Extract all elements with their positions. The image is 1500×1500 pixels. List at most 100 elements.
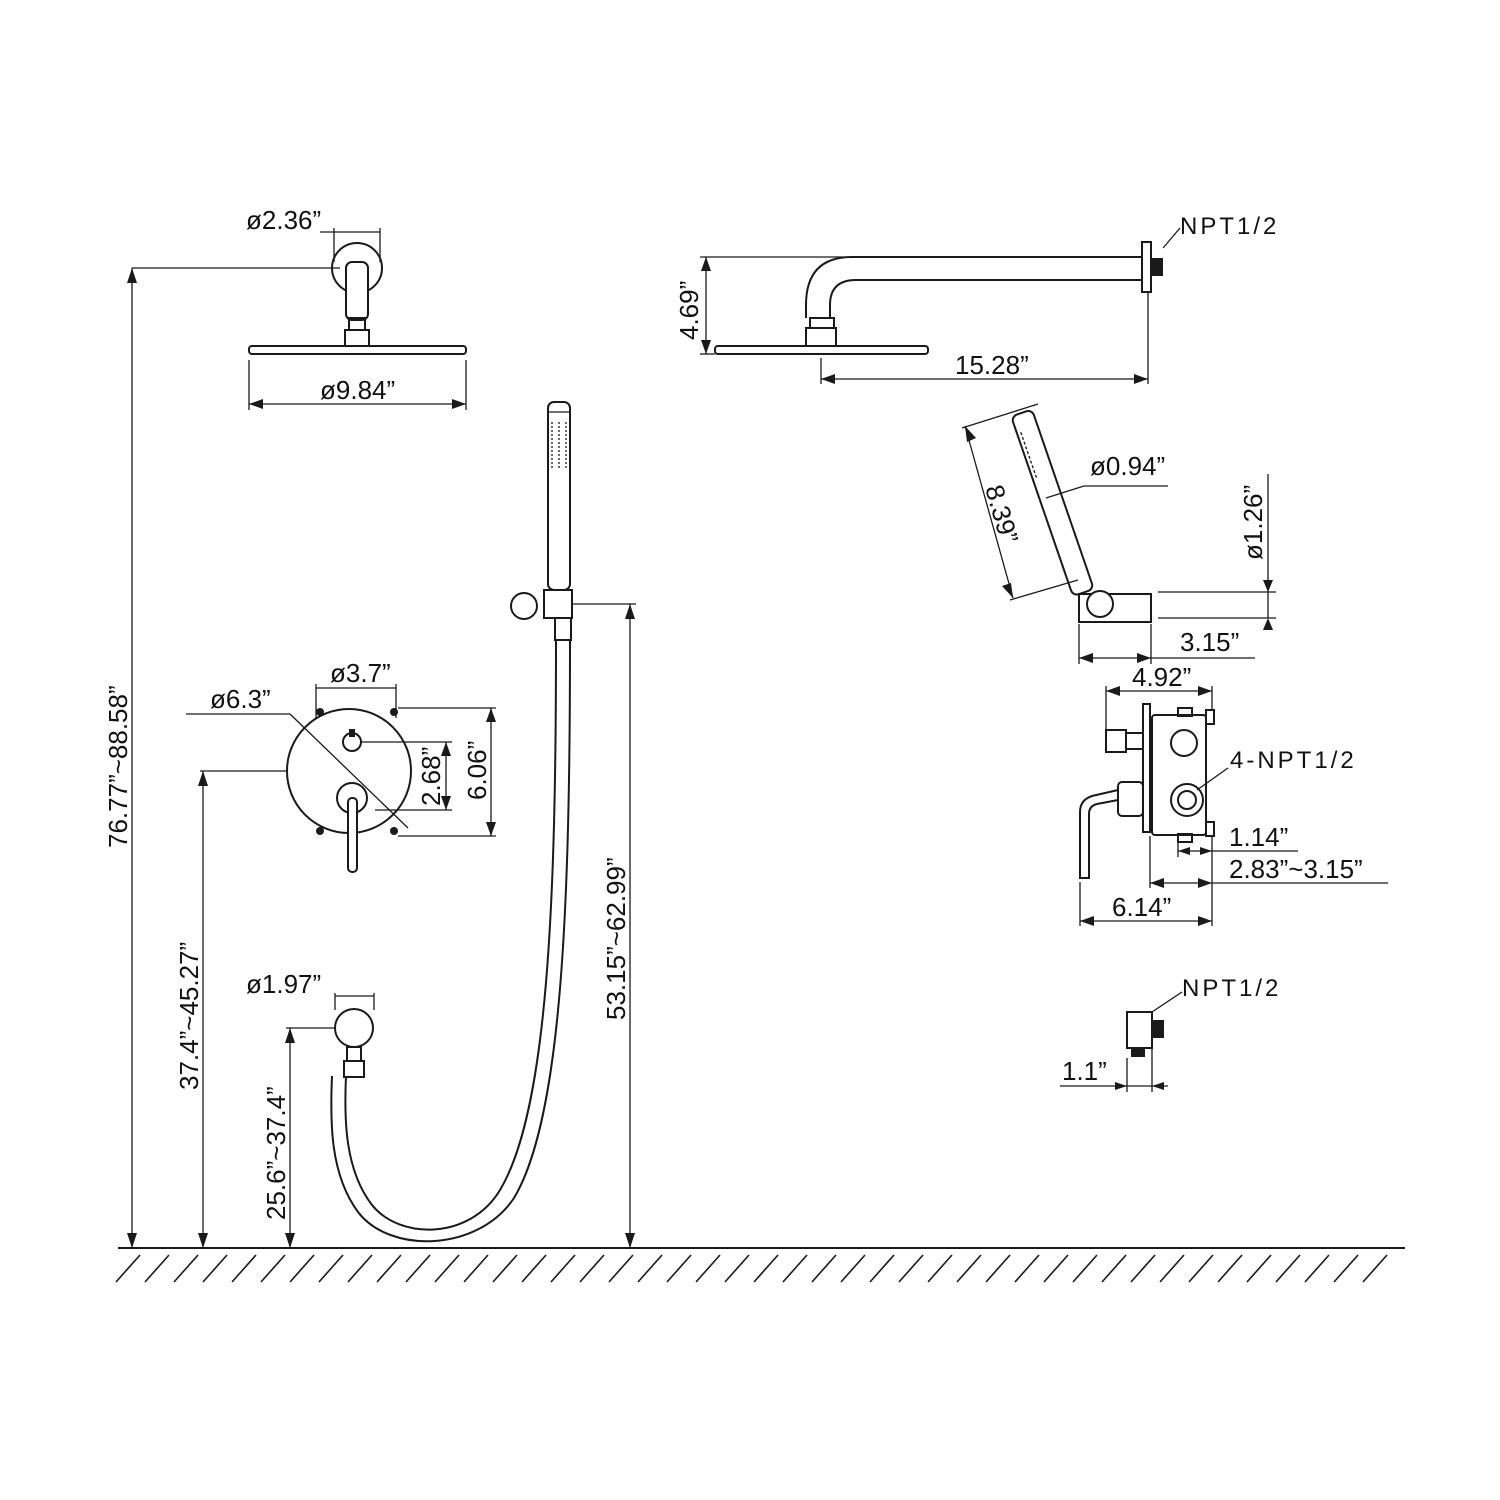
hatch-line bbox=[521, 1254, 547, 1283]
dim-valve-depth-range: 2.83”~3.15” bbox=[1229, 854, 1363, 884]
hand-shower-side-view: 8.39” ø0.94” ø1.26” 3.15” bbox=[961, 403, 1276, 664]
arrow bbox=[1115, 1082, 1127, 1090]
arrow bbox=[625, 1233, 635, 1248]
hatch-line bbox=[695, 1254, 721, 1283]
hatch-line bbox=[144, 1254, 170, 1283]
hatch-line bbox=[840, 1254, 866, 1283]
hatch-line bbox=[550, 1254, 576, 1283]
dim-holder-height: 53.15”~62.99” bbox=[601, 857, 631, 1020]
nozzles-hand-side bbox=[1020, 432, 1038, 480]
leader-line bbox=[1196, 767, 1229, 791]
hatch-line bbox=[637, 1254, 663, 1283]
arrow bbox=[198, 1233, 208, 1248]
arrow bbox=[701, 257, 711, 271]
arrow bbox=[486, 708, 496, 722]
arrow bbox=[1198, 916, 1212, 926]
hatch-line bbox=[1043, 1254, 1069, 1283]
arrow bbox=[127, 1233, 137, 1248]
holder-clip bbox=[543, 589, 573, 619]
hatch-line bbox=[898, 1254, 924, 1283]
label-outlet-thread: NPT1/2 bbox=[1182, 975, 1281, 1002]
arrow bbox=[285, 1233, 295, 1248]
arrow bbox=[127, 268, 137, 283]
diverter-stem bbox=[1125, 732, 1144, 750]
dim-holder-diameter: ø1.26” bbox=[1238, 485, 1268, 560]
hatch-line bbox=[1217, 1254, 1243, 1283]
dim-shower-head-diameter: ø9.84” bbox=[320, 375, 395, 405]
arrow bbox=[198, 771, 208, 786]
hatch-line bbox=[956, 1254, 982, 1283]
head-connector bbox=[344, 329, 370, 347]
hatch-line bbox=[1188, 1254, 1214, 1283]
ext-line bbox=[1009, 579, 1079, 601]
hatch-line bbox=[260, 1254, 286, 1283]
hatch-line bbox=[1014, 1254, 1040, 1283]
dim-line bbox=[1045, 485, 1085, 499]
dim-valve-body-offset: 1.14” bbox=[1229, 822, 1288, 852]
dim-holder-depth: 3.15” bbox=[1180, 627, 1239, 657]
arrow bbox=[1263, 618, 1273, 630]
hatch-line bbox=[608, 1254, 634, 1283]
dim-arm-drop: 4.69” bbox=[674, 281, 704, 340]
npt-thread-outlet bbox=[1152, 1020, 1164, 1038]
holder-base bbox=[1078, 593, 1152, 623]
dim-handheld-diameter: ø0.94” bbox=[1090, 451, 1165, 481]
hose-inner bbox=[330, 639, 571, 1243]
hatch-line bbox=[1159, 1254, 1185, 1283]
arrow bbox=[285, 1028, 295, 1043]
dim-valve-hole-diameter: ø3.7” bbox=[330, 658, 391, 688]
hatch-line bbox=[1275, 1254, 1301, 1283]
dim-arm-length: 15.28” bbox=[955, 350, 1029, 380]
hatch-line bbox=[434, 1254, 460, 1283]
shower-head-plate bbox=[248, 345, 467, 355]
plate-screw bbox=[316, 827, 324, 835]
hatch-line bbox=[173, 1254, 199, 1283]
floor-hatching bbox=[115, 1254, 1388, 1283]
label-valve-ports: 4-NPT1/2 bbox=[1230, 747, 1357, 774]
hand-shower-side-body bbox=[1011, 409, 1094, 596]
arrow bbox=[1152, 1082, 1164, 1090]
hatch-line bbox=[1246, 1254, 1272, 1283]
right-port-top bbox=[1205, 709, 1215, 725]
holder-pivot-side bbox=[1086, 590, 1114, 618]
hatch-line bbox=[115, 1254, 141, 1283]
hose-nut bbox=[343, 1060, 365, 1078]
floor bbox=[115, 1247, 1405, 1283]
trim-plate-side bbox=[1142, 703, 1151, 833]
water-outlet-front-view: ø1.97” 25.6”~37.4” bbox=[246, 969, 375, 1248]
arrow bbox=[1198, 878, 1212, 888]
outlet-body-side bbox=[1126, 1011, 1153, 1049]
dim-valve-plate-height: 6.06” bbox=[462, 741, 492, 800]
hatch-line bbox=[1362, 1254, 1388, 1283]
hatch-line bbox=[753, 1254, 779, 1283]
plate-screw bbox=[390, 708, 398, 716]
diverter-knob-side bbox=[1105, 729, 1127, 753]
hatch-line bbox=[231, 1254, 257, 1283]
arrow bbox=[821, 374, 835, 384]
dim-line bbox=[964, 425, 1014, 599]
dim-valve-height: 37.4”~45.27” bbox=[174, 942, 204, 1090]
top-port bbox=[1177, 707, 1193, 717]
head-connector-side bbox=[805, 327, 837, 347]
arrow bbox=[441, 796, 451, 810]
outlet-nut-side bbox=[1131, 1048, 1145, 1057]
hatch-line bbox=[1333, 1254, 1359, 1283]
arrow bbox=[1150, 878, 1164, 888]
arrow bbox=[1263, 580, 1273, 592]
diverter-cartridge bbox=[1170, 729, 1198, 757]
hatch-line bbox=[724, 1254, 750, 1283]
ext-line bbox=[961, 403, 1039, 429]
arrow bbox=[1178, 847, 1190, 855]
hatch-line bbox=[666, 1254, 692, 1283]
outlet-port-bore bbox=[1177, 790, 1197, 810]
arrow bbox=[1137, 653, 1151, 663]
plate-screw bbox=[390, 827, 398, 835]
hose-outer bbox=[344, 639, 557, 1231]
shower-head-front-view: ø2.36” ø9.84” bbox=[246, 205, 467, 410]
hatch-line bbox=[782, 1254, 808, 1283]
wall-flange bbox=[1141, 241, 1152, 293]
total-height-dimension: 76.77”~88.58” bbox=[103, 267, 340, 1248]
hatch-line bbox=[985, 1254, 1011, 1283]
plate-screw bbox=[316, 708, 324, 716]
